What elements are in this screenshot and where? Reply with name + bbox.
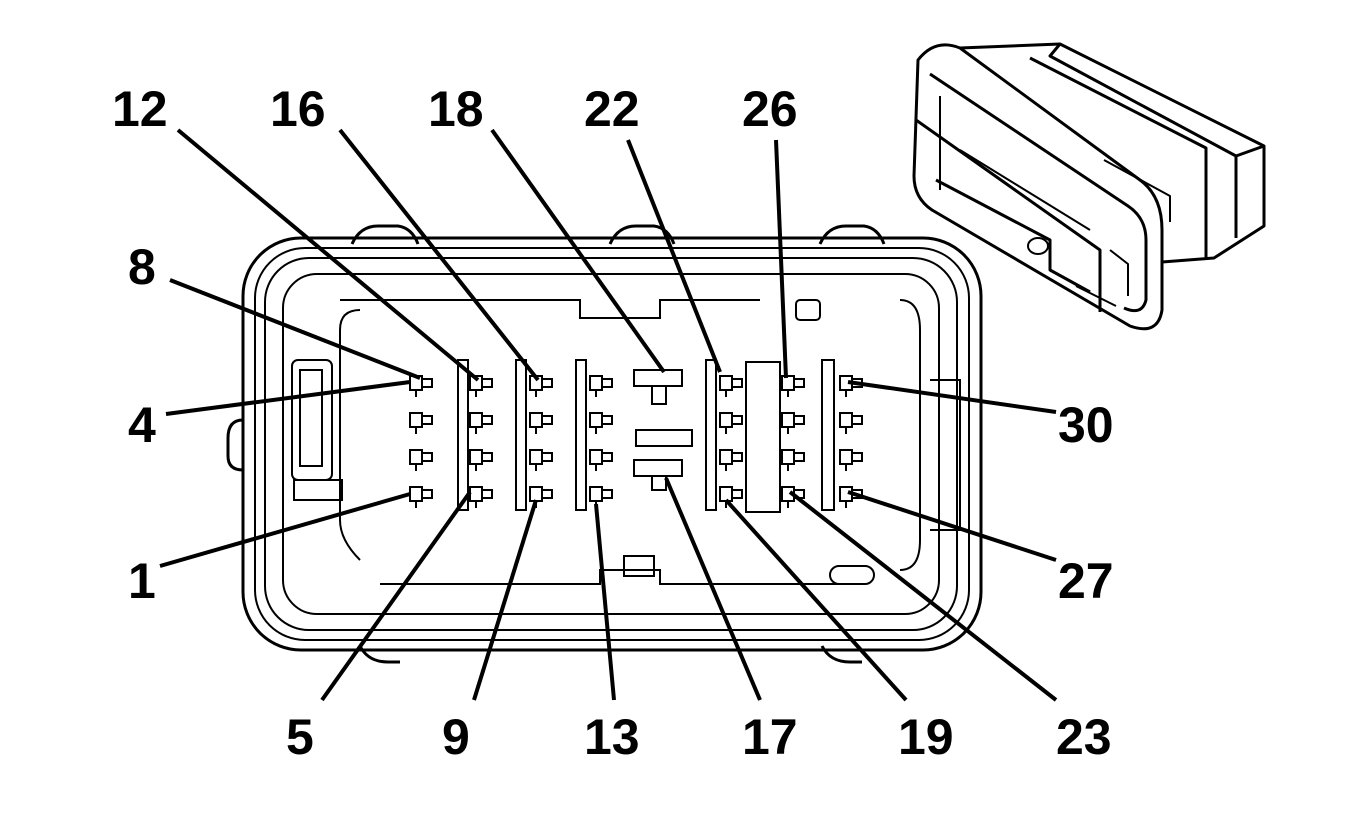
pin-terminal bbox=[409, 486, 433, 508]
pin-terminal bbox=[781, 449, 805, 471]
pin-label-16: 16 bbox=[270, 81, 326, 137]
pin-label-18: 18 bbox=[428, 81, 484, 137]
pin-terminal bbox=[409, 375, 433, 397]
pin-label-8: 8 bbox=[128, 239, 156, 295]
pin-terminal bbox=[781, 375, 805, 397]
pin-label-1: 1 bbox=[128, 553, 156, 609]
pin-terminal bbox=[469, 412, 493, 434]
pin-label-19: 19 bbox=[898, 709, 954, 765]
leader-lines bbox=[159, 128, 1058, 702]
connector-face bbox=[226, 224, 983, 664]
pin-terminal bbox=[589, 449, 613, 471]
pin-labels: 12 16 18 22 26 8 4 1 30 27 5 9 13 17 19 … bbox=[112, 81, 1114, 765]
pin-terminal bbox=[589, 412, 613, 434]
pin-terminal bbox=[529, 412, 553, 434]
pin-label-17: 17 bbox=[742, 709, 798, 765]
pin-terminal bbox=[589, 375, 613, 397]
pin-label-9: 9 bbox=[442, 709, 470, 765]
pin-terminal bbox=[469, 375, 493, 397]
pin-terminal bbox=[409, 449, 433, 471]
pin-terminal bbox=[409, 412, 433, 434]
pin-label-23: 23 bbox=[1056, 709, 1112, 765]
pin-terminal bbox=[529, 449, 553, 471]
pin-terminal bbox=[781, 486, 805, 508]
pin-label-22: 22 bbox=[584, 81, 640, 137]
pin-terminal bbox=[589, 486, 613, 508]
pin-label-5: 5 bbox=[286, 709, 314, 765]
pin-label-4: 4 bbox=[128, 397, 156, 453]
pin-terminal bbox=[719, 375, 743, 397]
connector-3d-view bbox=[912, 42, 1266, 331]
pin-terminal bbox=[469, 486, 493, 508]
pin-label-13: 13 bbox=[584, 709, 640, 765]
pin-label-27: 27 bbox=[1058, 553, 1114, 609]
pin-terminal bbox=[469, 449, 493, 471]
pin-terminal bbox=[529, 375, 553, 397]
pin-terminal bbox=[839, 449, 863, 471]
pin-label-26: 26 bbox=[742, 81, 798, 137]
pin-terminal bbox=[781, 412, 805, 434]
pin-terminal bbox=[719, 412, 743, 434]
pin-label-30: 30 bbox=[1058, 397, 1114, 453]
pin-terminal bbox=[719, 449, 743, 471]
pin-terminal bbox=[839, 375, 863, 397]
pin-label-12: 12 bbox=[112, 81, 168, 137]
pin-terminal bbox=[839, 412, 863, 434]
